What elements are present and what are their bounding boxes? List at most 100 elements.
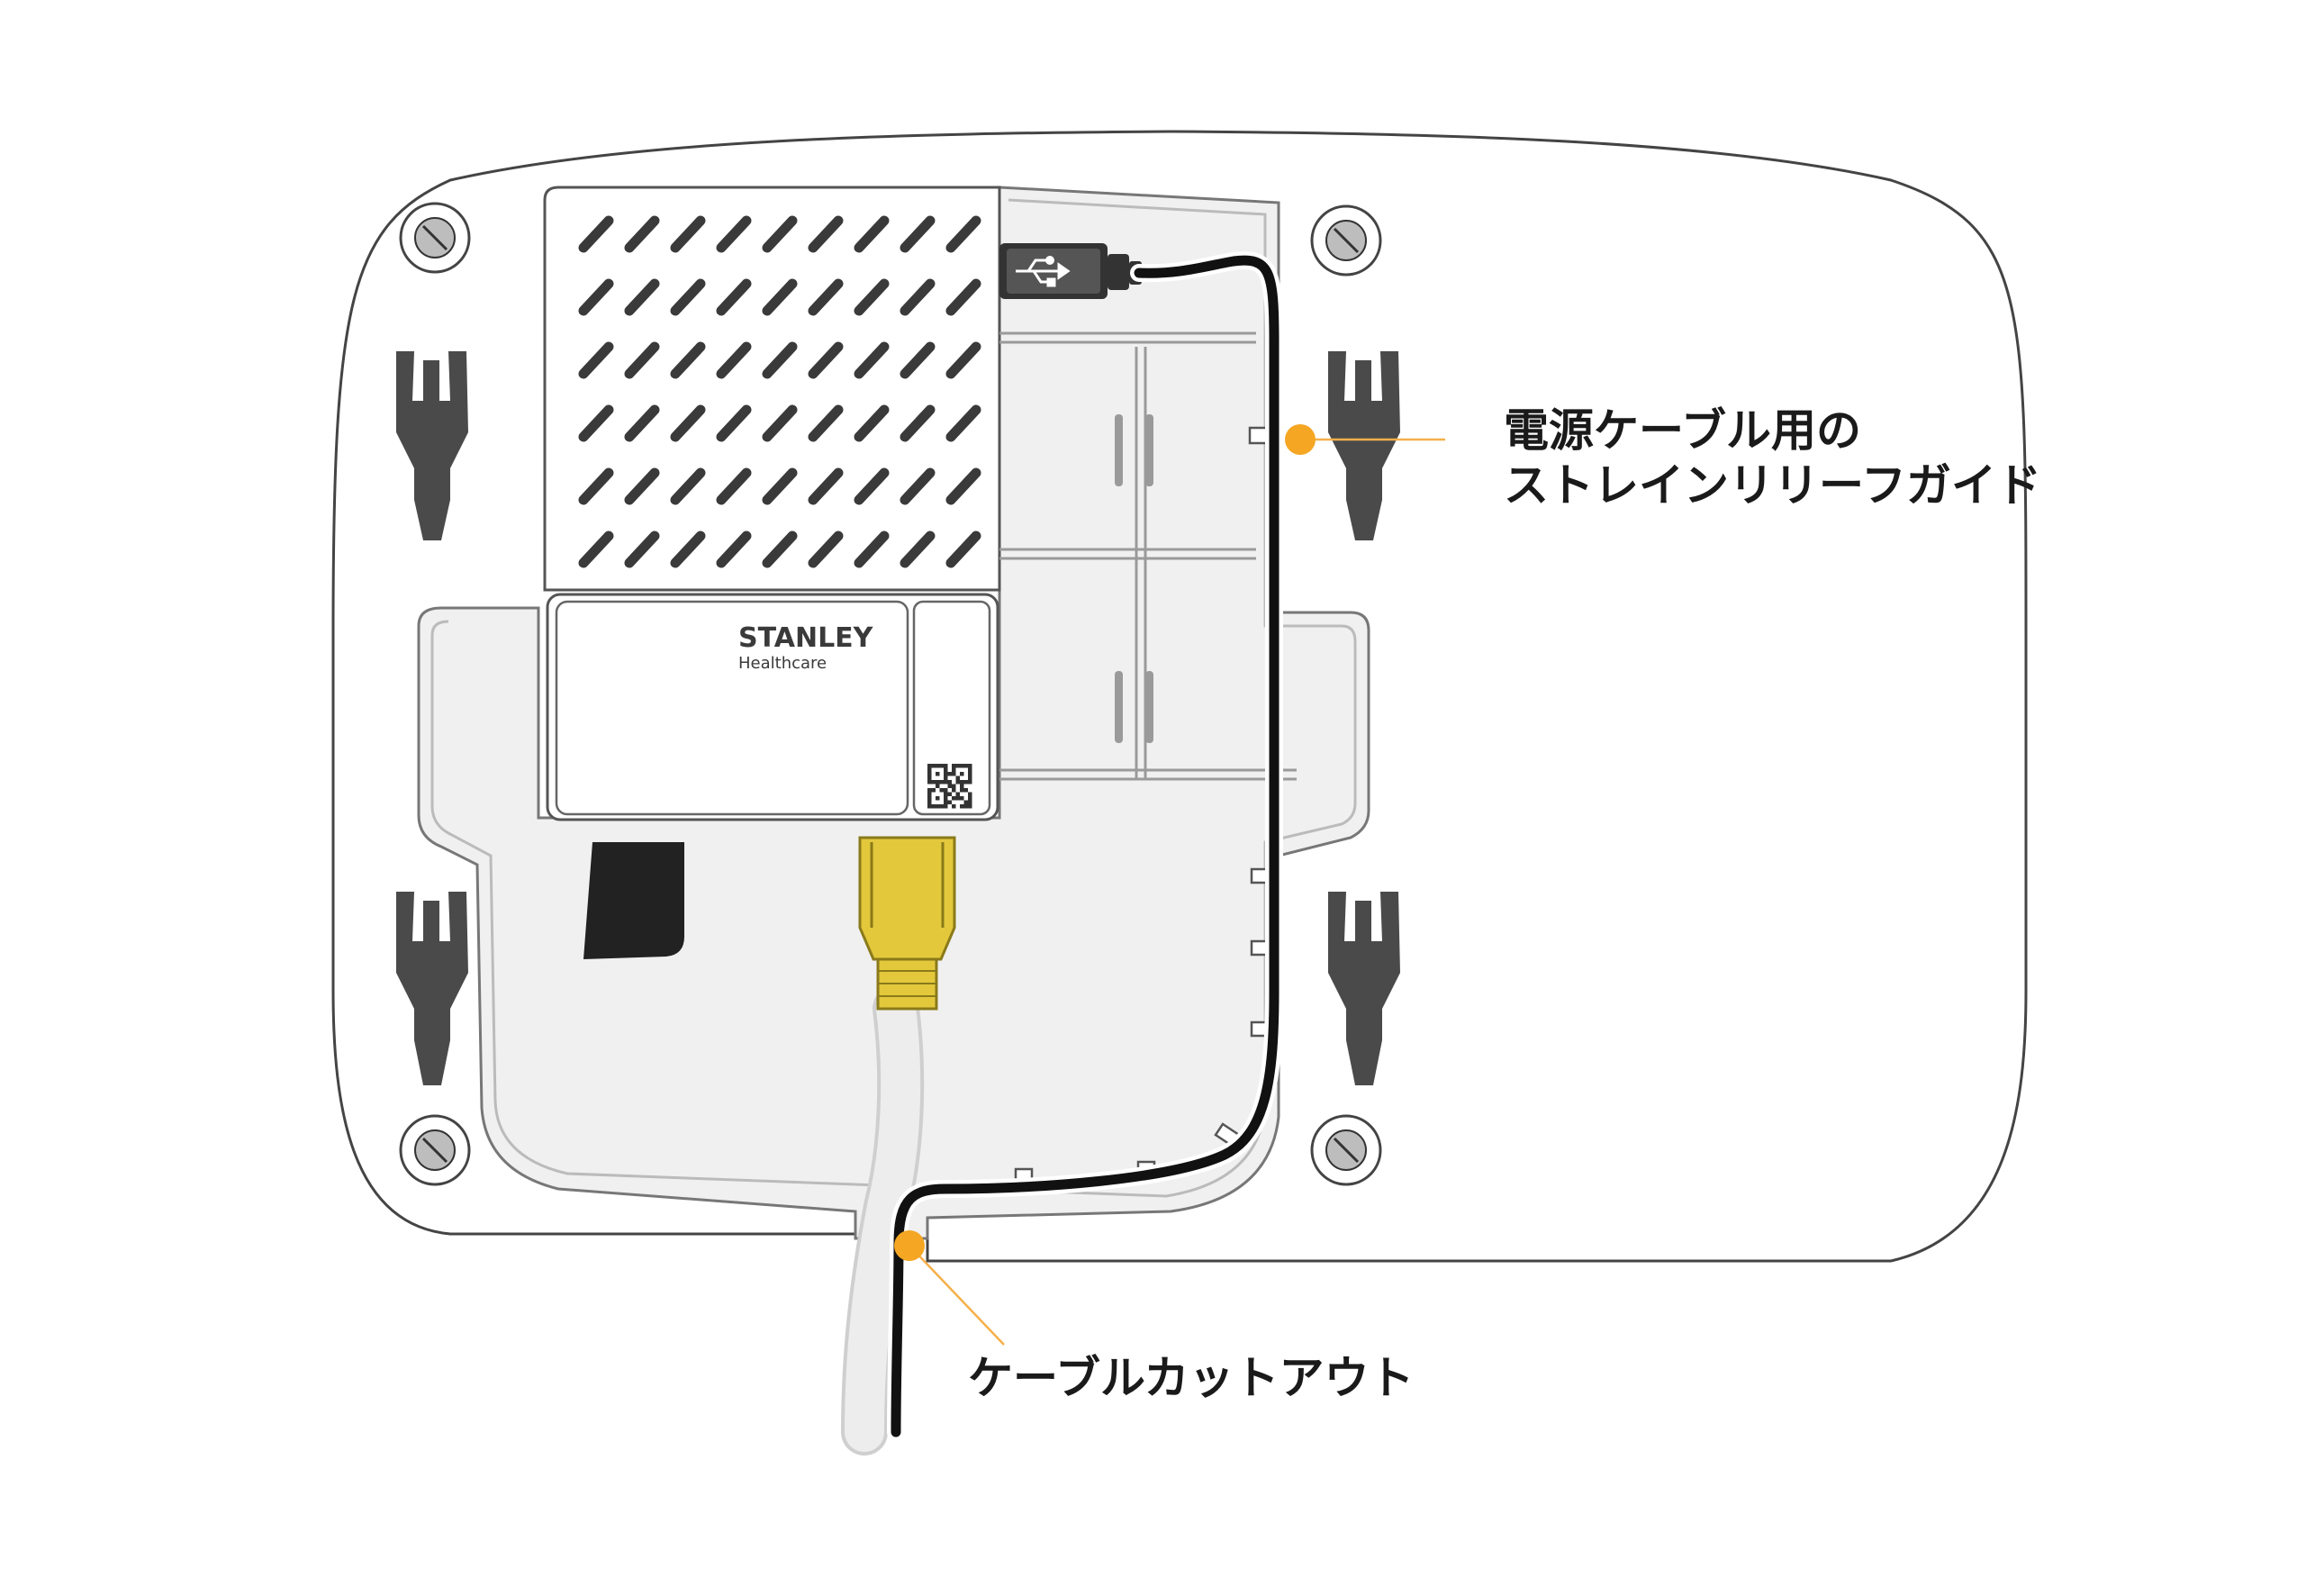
vent-slot — [854, 215, 890, 253]
vent-slot — [900, 467, 936, 505]
vent-slot — [578, 404, 614, 442]
vent-slot — [624, 404, 660, 442]
qr-cell — [952, 764, 956, 768]
vent-slot — [900, 404, 936, 442]
qr-cell — [927, 800, 932, 804]
vent-slot — [900, 341, 936, 379]
qr-cell — [952, 796, 956, 801]
qr-cell — [939, 788, 944, 793]
mounting-clip-bottom-left — [396, 892, 468, 1085]
product-label — [555, 600, 909, 816]
vent-slot — [900, 278, 936, 316]
callout-label-strain-relief-line2: ストレインリリーフガイド — [1504, 459, 2041, 512]
qr-cell — [955, 792, 960, 796]
vent-slot — [945, 531, 981, 568]
vent-slot — [945, 341, 981, 379]
vent-slot — [578, 531, 614, 568]
vent-slot — [808, 467, 844, 505]
vent-slot — [854, 341, 890, 379]
screw-top-left — [399, 202, 471, 274]
vent-slot — [808, 278, 844, 316]
qr-cell — [968, 764, 972, 768]
vent-slot — [762, 467, 798, 505]
vent-slot — [670, 278, 706, 316]
screw-bottom-right — [1310, 1114, 1382, 1186]
vent-slot — [716, 278, 752, 316]
vent-slot — [578, 215, 614, 253]
mounting-clip-top-right — [1328, 351, 1400, 540]
vent-slot — [716, 467, 752, 505]
vent-slots — [578, 215, 981, 568]
vent-slot — [762, 404, 798, 442]
qr-cell — [944, 792, 948, 796]
vent-slot — [808, 531, 844, 568]
vent-slot — [808, 341, 844, 379]
qr-cell — [944, 780, 948, 784]
callout-dot-strain-relief — [1285, 424, 1316, 455]
callout-label-strain-relief-line1: 電源ケーブル用の — [1504, 404, 1861, 457]
vent-slot — [716, 215, 752, 253]
vent-slot — [808, 404, 844, 442]
qr-cell — [927, 775, 932, 780]
qr-cell — [955, 775, 960, 780]
qr-cell — [927, 788, 932, 793]
vent-slot — [670, 531, 706, 568]
vent-slot — [716, 341, 752, 379]
qr-cell — [947, 792, 952, 796]
vent-slot — [670, 341, 706, 379]
qr-cell — [939, 804, 944, 809]
qr-cell — [931, 780, 936, 784]
vent-slot — [762, 278, 798, 316]
vent-slot — [670, 215, 706, 253]
qr-cell — [944, 800, 948, 804]
callout-dot-cable-cutout — [894, 1230, 925, 1261]
side-connector — [583, 842, 684, 959]
qr-cell — [939, 780, 944, 784]
vent-slot — [578, 341, 614, 379]
qr-cell — [927, 792, 932, 796]
brand-subtitle: Healthcare — [738, 654, 827, 673]
callout-label-strain-relief: 電源ケーブル用の ストレインリリーフガイド — [1504, 404, 2041, 513]
qr-cell — [944, 775, 948, 780]
vent-slot — [808, 215, 844, 253]
qr-cell — [960, 804, 964, 809]
qr-cell — [927, 767, 932, 772]
qr-cell — [947, 772, 952, 776]
qr-cell — [968, 796, 972, 801]
qr-cell — [952, 772, 956, 776]
vent-slot — [716, 404, 752, 442]
vent-slot — [762, 215, 798, 253]
qr-code-icon — [927, 764, 972, 809]
qr-cell — [963, 788, 968, 793]
qr-cell — [968, 792, 972, 796]
ethernet-connector — [858, 836, 956, 1011]
vent-slot — [624, 278, 660, 316]
qr-cell — [927, 772, 932, 776]
qr-cell — [927, 804, 932, 809]
vent-slot — [945, 215, 981, 253]
qr-cell — [963, 800, 968, 804]
qr-cell — [952, 788, 956, 793]
vent-slot — [854, 278, 890, 316]
vent-slot — [578, 467, 614, 505]
qr-cell — [952, 767, 956, 772]
qr-label — [912, 600, 991, 816]
vent-slot — [578, 278, 614, 316]
qr-cell — [931, 788, 936, 793]
qr-cell — [960, 788, 964, 793]
qr-cell — [952, 804, 956, 809]
qr-cell — [960, 772, 964, 776]
qr-cell — [939, 764, 944, 768]
callout-label-cable-cutout: ケーブルカットアウト — [968, 1352, 1415, 1404]
qr-cell — [952, 784, 956, 788]
qr-cell — [968, 772, 972, 776]
vent-slot — [945, 404, 981, 442]
qr-cell — [931, 764, 936, 768]
vent-slot — [624, 467, 660, 505]
qr-cell — [936, 784, 940, 788]
qr-cell — [944, 796, 948, 801]
qr-cell — [944, 804, 948, 809]
qr-cell — [955, 764, 960, 768]
qr-cell — [968, 804, 972, 809]
